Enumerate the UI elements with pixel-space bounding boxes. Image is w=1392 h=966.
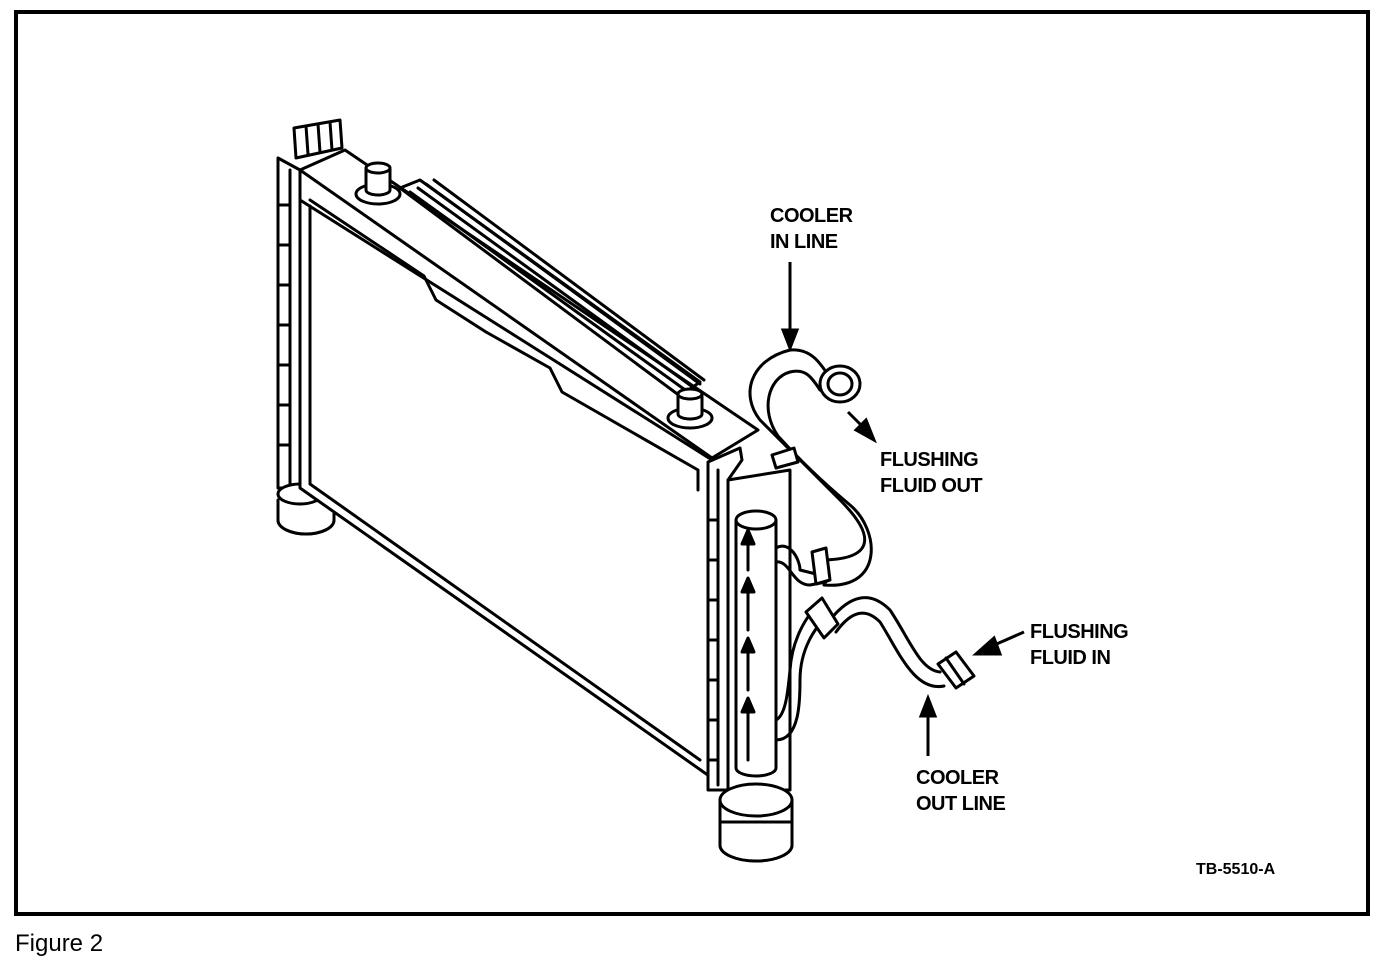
cooler-out-line-arrow (918, 693, 938, 756)
label-cooler-out-line-2: OUT LINE (916, 793, 1005, 815)
label-cooler-out-line-1: COOLER (916, 767, 1000, 789)
flushing-fluid-out-fitting (818, 364, 862, 404)
label-cooler-in-line-2: IN LINE (770, 231, 838, 253)
label-flushing-fluid-in-2: FLUID IN (1030, 647, 1110, 669)
label-cooler-in-line-1: COOLER (770, 205, 854, 227)
label-flushing-fluid-out-2: FLUID OUT (880, 475, 982, 497)
label-flushing-fluid-out-1: FLUSHING (880, 449, 978, 471)
label-flushing-fluid-in-1: FLUSHING (1030, 621, 1128, 643)
left-end-tank (276, 156, 302, 490)
transmission-cooler (734, 509, 778, 778)
filler-connector (292, 118, 344, 160)
figure-caption: Figure 2 (15, 930, 104, 957)
flushing-fluid-out-arrow (846, 410, 877, 444)
cooler-out-line-hose (774, 596, 976, 742)
cooler-in-line-arrow (780, 262, 800, 353)
flow-arrows (740, 528, 756, 762)
right-mount-foot (718, 782, 794, 863)
flushing-fluid-in-arrow (972, 630, 1025, 656)
left-mount-foot (276, 482, 336, 536)
top-rail (298, 148, 760, 460)
mounting-stud-left (354, 161, 402, 206)
diagram-labels: COOLER IN LINE FLUSHING FLUID OUT FLUSHI… (770, 205, 1276, 878)
figure-code: TB-5510-A (1196, 861, 1276, 878)
cooler-in-line-hose (748, 348, 873, 587)
mounting-stud-right (666, 387, 714, 430)
callout-arrows (780, 262, 1025, 756)
